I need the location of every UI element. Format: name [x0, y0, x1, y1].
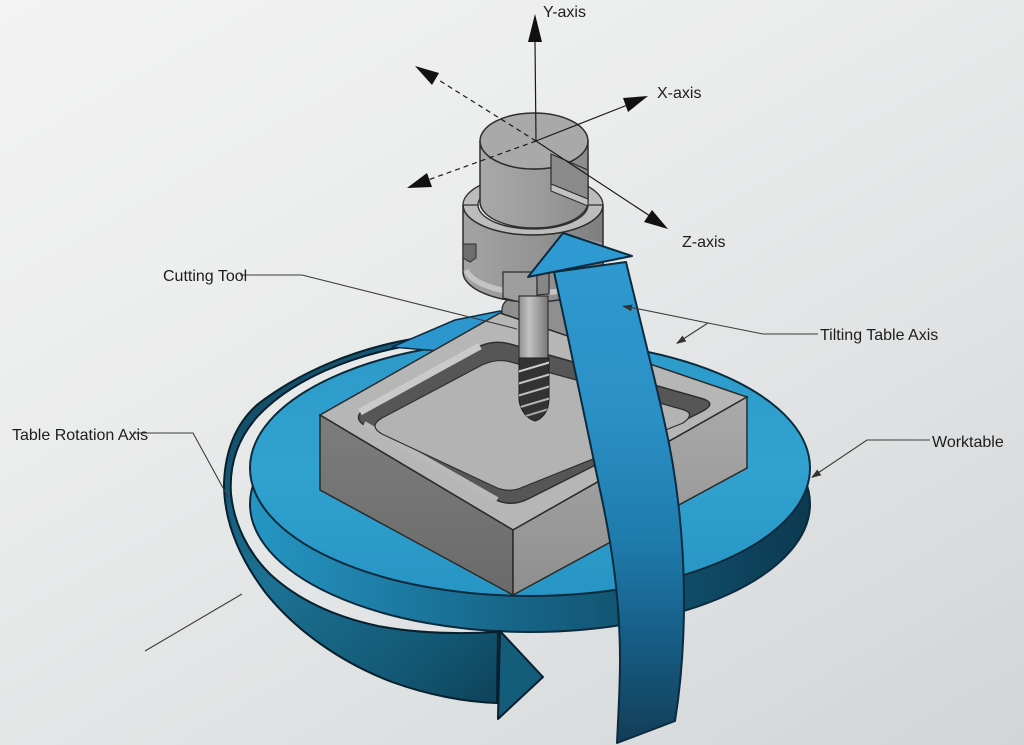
spindle-top-face	[479, 112, 589, 170]
z-axis-line	[535, 140, 651, 217]
neg-z-axis-arrowhead-icon	[415, 66, 439, 85]
y-axis-line	[534, 39, 537, 142]
x-axis-arrowhead-icon	[623, 96, 648, 112]
z-axis-label: Z-axis	[682, 234, 726, 251]
cutting-tool-leader	[240, 274, 518, 330]
rotation-axis-leader-lower	[144, 593, 243, 652]
rotation-ring-arrow	[223, 337, 544, 720]
worktable-leader-arrow-icon	[811, 469, 822, 478]
rotation-ring-band	[223, 337, 499, 704]
tilting-axis-leader-arrow-icon	[622, 304, 633, 312]
y-axis-label: Y-axis	[543, 4, 586, 21]
table-rotation-axis-label: Table Rotation Axis	[12, 427, 148, 444]
tilting-table-axis-label: Tilting Table Axis	[820, 327, 938, 344]
axis-arrowheads	[407, 14, 668, 229]
x-axis-label: X-axis	[657, 85, 701, 102]
coordinate-axes	[427, 39, 651, 217]
tilting-axis-leader	[623, 305, 818, 335]
callout-leaders	[133, 274, 930, 652]
cutting-tool-shank	[518, 295, 549, 365]
workpiece-pocket-back-wall-lit	[358, 342, 482, 416]
tilt-ribbon-arrow	[527, 232, 685, 744]
rotation-ring-arrowhead	[497, 630, 544, 720]
spindle-left-notch	[462, 243, 477, 263]
x-axis-line	[535, 103, 631, 142]
tilt-ribbon-band	[553, 261, 685, 744]
neg-x-axis-arrowhead-icon	[407, 173, 432, 188]
tilting-axis-leader-branch-arrow-icon	[676, 335, 687, 344]
neg-z-axis-dashed-line	[436, 78, 537, 142]
z-axis-arrowhead-icon	[644, 210, 668, 229]
neg-x-axis-dashed-line	[427, 140, 537, 181]
cutting-tool	[518, 295, 550, 422]
rotation-axis-leader	[133, 432, 229, 498]
workpiece-pocket-front-wall-lit	[362, 421, 499, 503]
worktable-label: Worktable	[932, 434, 1004, 451]
tilt-ribbon-arrowhead	[527, 232, 633, 278]
cutting-tool-label: Cutting Tool	[163, 268, 247, 285]
worktable-leader	[811, 439, 930, 478]
leader-arrowheads	[622, 304, 822, 478]
y-axis-arrowhead-icon	[528, 14, 542, 42]
